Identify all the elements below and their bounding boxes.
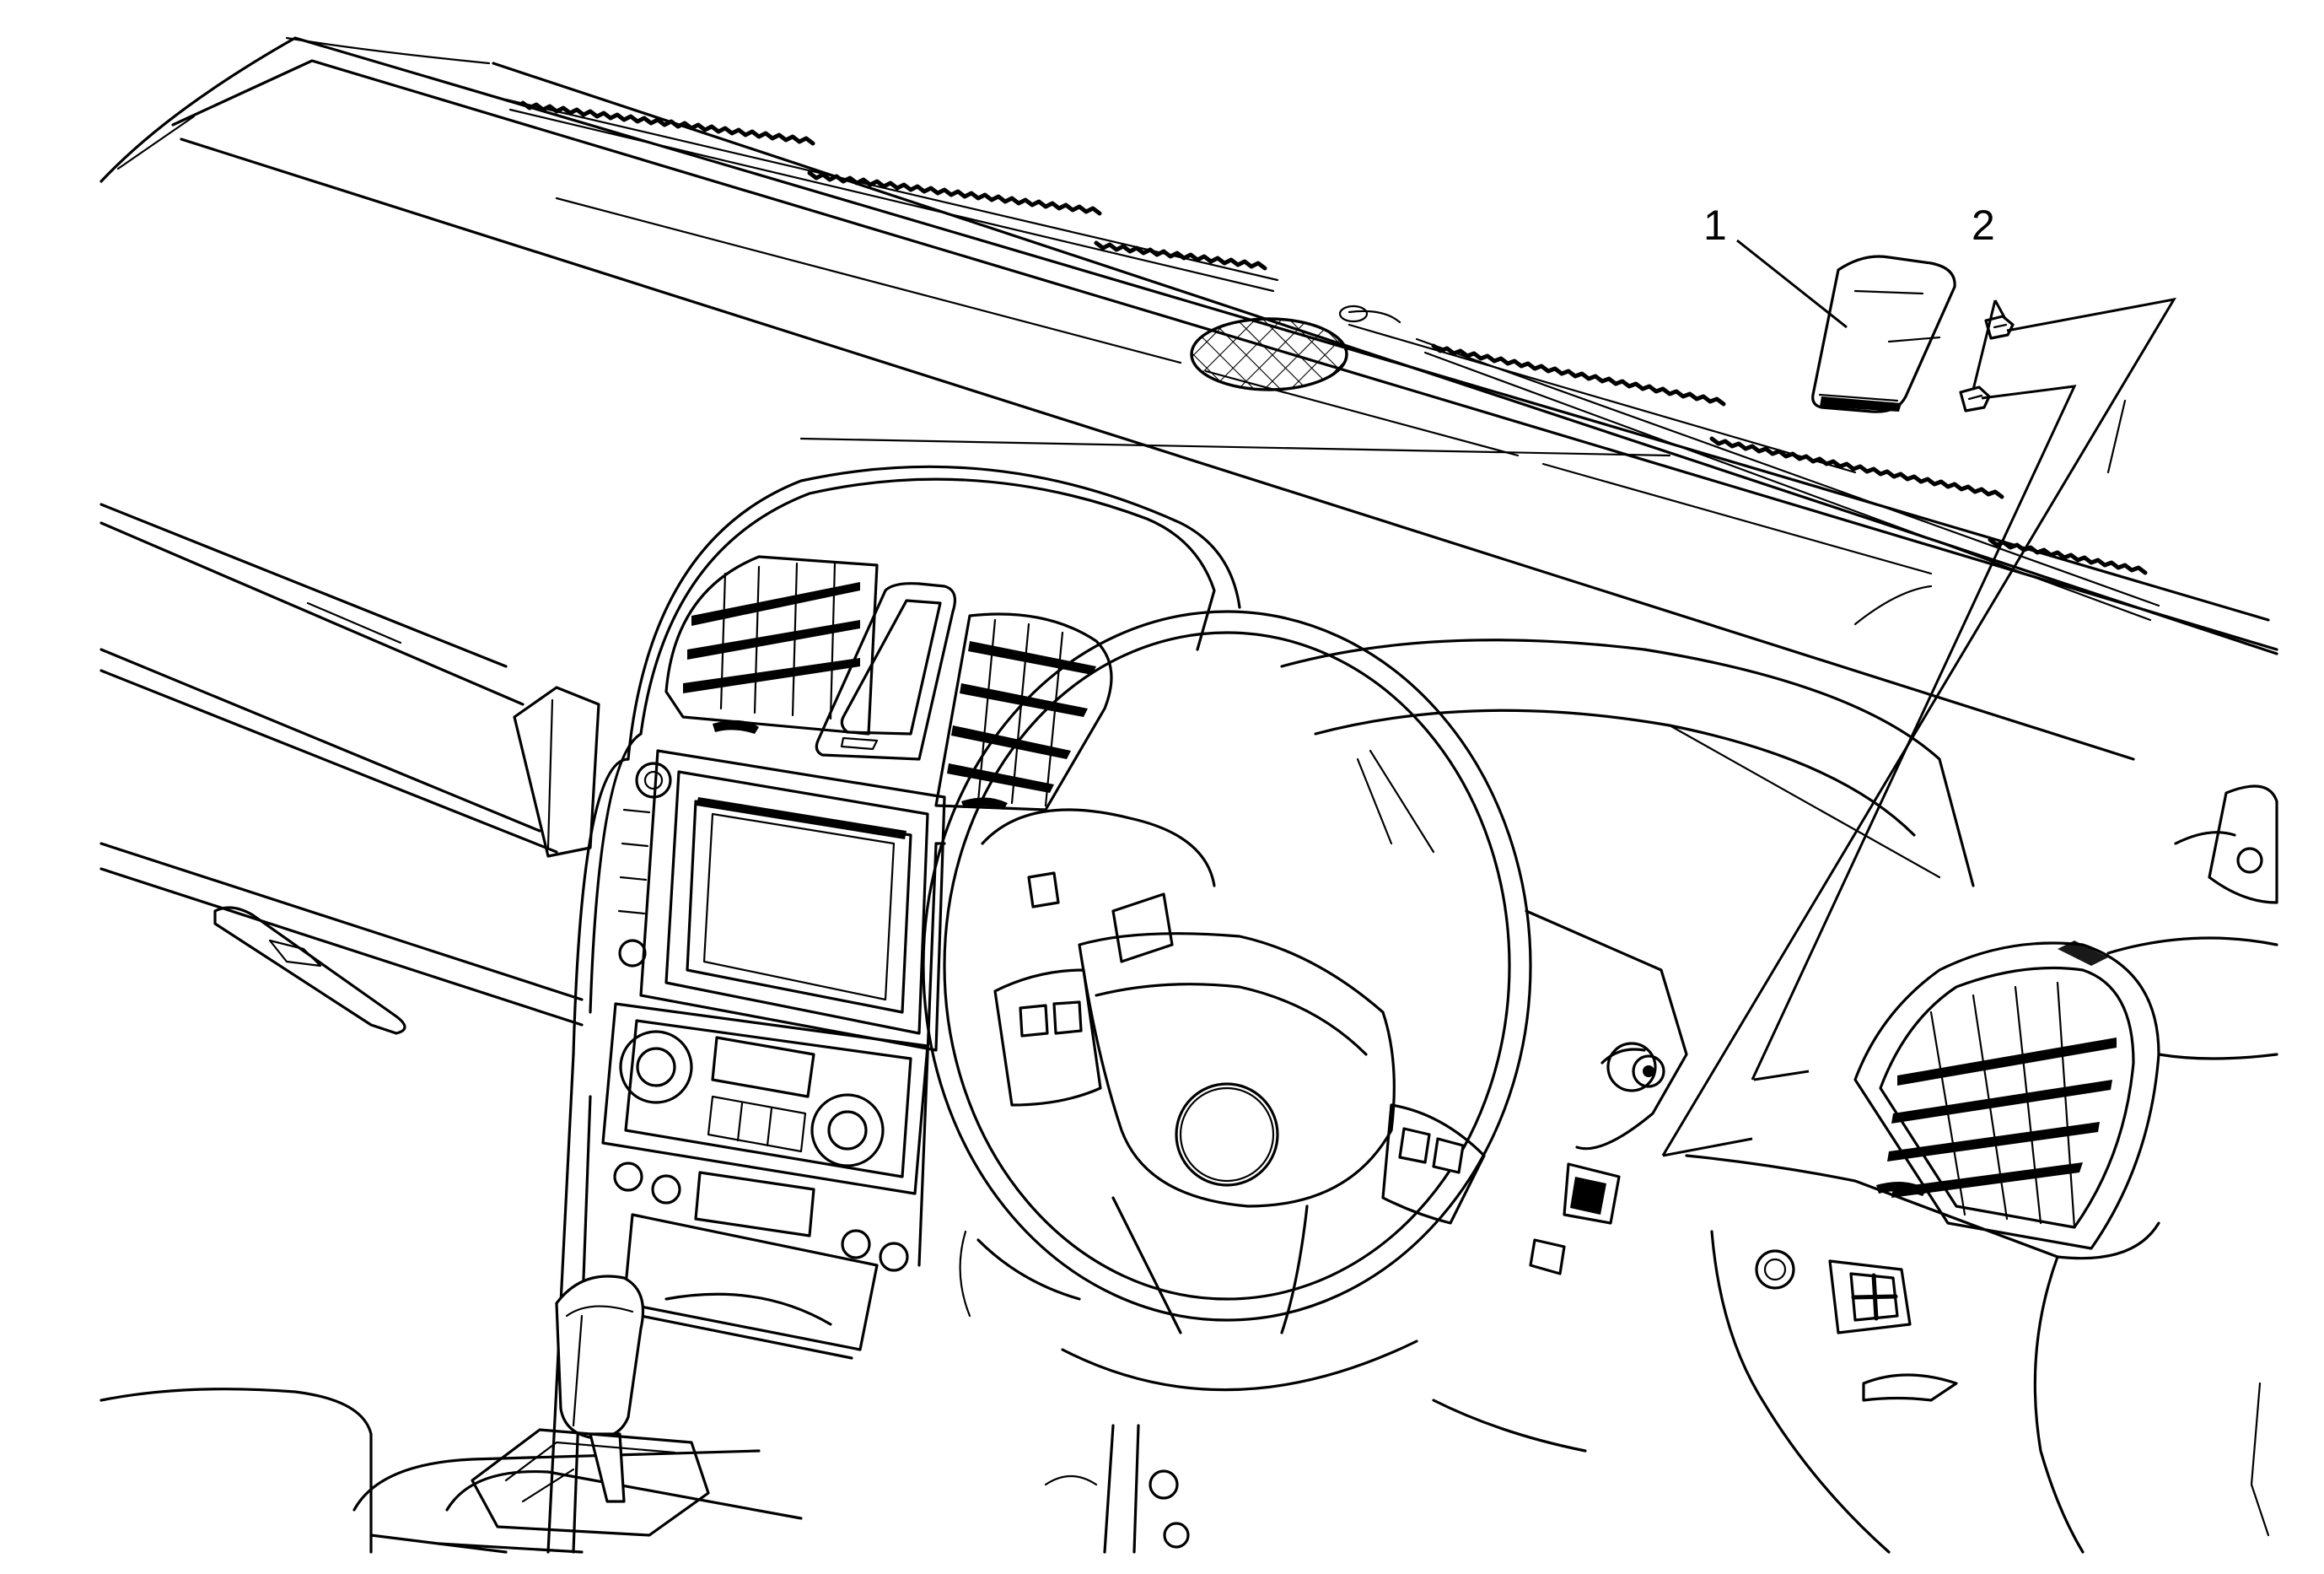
passenger-dash-panel bbox=[100, 503, 600, 1554]
right-dash-body bbox=[1685, 784, 2278, 1554]
dash-top-panel bbox=[100, 36, 2278, 761]
leader-lines bbox=[1661, 239, 2176, 1157]
instrument-cluster-hood bbox=[1280, 639, 1975, 1151]
steering-column-controls bbox=[1027, 871, 1621, 1275]
center-vent-right bbox=[934, 612, 1113, 811]
radio-head-unit bbox=[617, 749, 946, 1052]
steering-wheel bbox=[922, 610, 1532, 1392]
driver-side-vent bbox=[1853, 941, 2160, 1250]
ignition-switch bbox=[1600, 1042, 1665, 1092]
callout-2: 2 bbox=[1972, 202, 1995, 249]
mirror-switch bbox=[1755, 1249, 1912, 1334]
defrost-vent-right bbox=[1415, 337, 2160, 622]
lower-console bbox=[352, 1213, 879, 1554]
sensor-cover bbox=[1811, 255, 1956, 413]
sensor-clip-lower bbox=[1959, 385, 1991, 412]
lower-column bbox=[1044, 1399, 1587, 1554]
shift-lever bbox=[471, 1275, 710, 1537]
climate-control-panel bbox=[601, 1002, 929, 1272]
defrost-vent-left bbox=[504, 98, 1279, 293]
center-vent-left bbox=[664, 555, 879, 736]
speaker-grille bbox=[1190, 305, 1369, 391]
center-clock-display bbox=[815, 582, 956, 761]
callout-1: 1 bbox=[1703, 202, 1727, 249]
